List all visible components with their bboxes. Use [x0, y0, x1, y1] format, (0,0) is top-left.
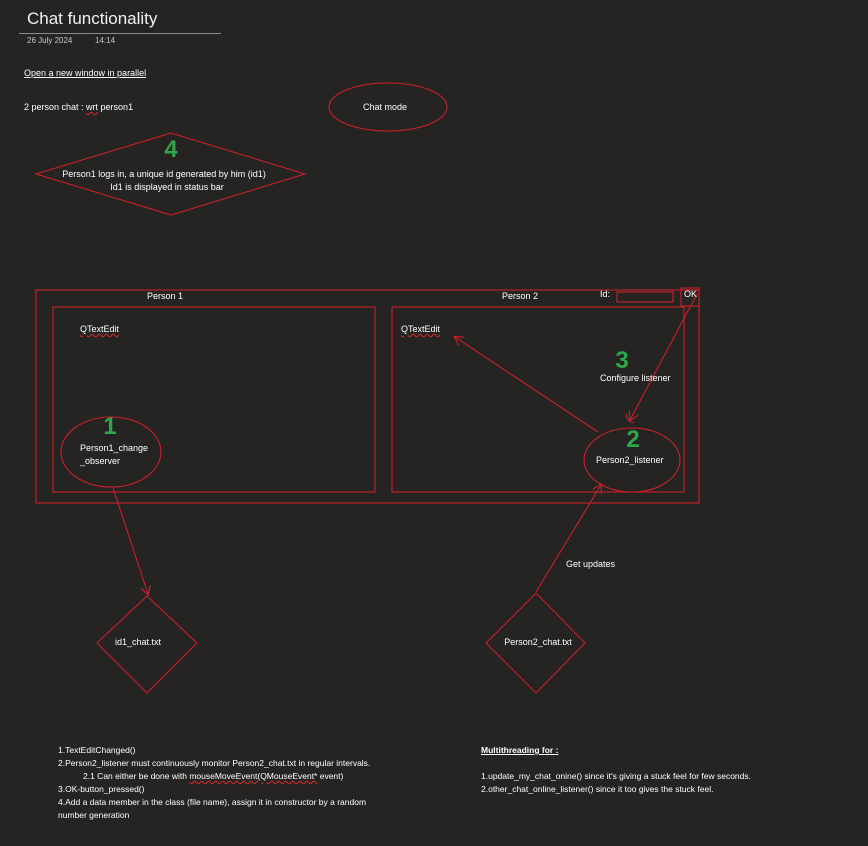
chat-mode-label: Chat mode: [362, 102, 408, 112]
chat-mode-ellipse: [328, 82, 448, 132]
notes-right-spacer: [481, 757, 751, 770]
arrow-ok-to-listener-curl: [625, 413, 635, 423]
arrow-listener-to-qtextedit: [455, 337, 599, 433]
step1-line-1: Person1_change: [80, 443, 149, 453]
ok-label: OK: [684, 289, 698, 299]
person1-panel: [52, 306, 376, 493]
left-file-label: id1_chat.txt: [114, 637, 162, 647]
step4-number: 4: [164, 136, 178, 163]
id-label: Id:: [600, 289, 611, 299]
intro-line-2: 2 person chat : wrt person1: [24, 102, 133, 112]
multithreading-item-2: 2.other_chat_online_listener() since it …: [481, 784, 714, 794]
person1-label: Person 1: [147, 291, 184, 301]
note-item-3: 3.OK-button_pressed(): [58, 784, 145, 794]
intro-line-1: Open a new window in parallel: [24, 68, 147, 78]
get-updates-label: Get updates: [566, 559, 616, 569]
intro-line-2-prefix: 2 person chat :: [24, 102, 87, 112]
arrow-ok-to-listener: [630, 293, 698, 420]
step3-label: Configure listener: [600, 373, 671, 383]
note-item-2-1-prefix: 2.1 Can either be done with: [83, 771, 190, 781]
note-item-2-1-suffix: event): [317, 771, 344, 781]
arrow-observer-to-file: [112, 487, 148, 594]
multithreading-heading: Multithreading for :: [481, 745, 559, 755]
window-outer: [35, 289, 700, 504]
step2-number: 2: [626, 426, 640, 453]
note-item-2-1-code: mouseMoveEvent(QMouseEvent*: [189, 771, 318, 781]
person2-listener-ellipse: [583, 427, 681, 493]
page-title: Chat functionality: [27, 9, 158, 28]
right-file-diamond: [485, 592, 586, 694]
page-date: 26 July 2024: [27, 36, 73, 45]
intro-line-2-suffix: person1: [98, 102, 134, 112]
step4-diamond: [34, 132, 307, 216]
qtextedit-right-label: QTextEdit: [401, 324, 441, 334]
note-item-1: 1.TextEditChanged(): [58, 745, 136, 755]
step1-line-2: _observer: [80, 456, 121, 466]
qtextedit-left-label: QTextEdit: [80, 324, 120, 334]
multithreading-item-1: 1.update_my_chat_onine() since it's givi…: [481, 771, 751, 781]
arrow-file-to-listener: [535, 485, 601, 593]
step2-label: Person2_listener: [596, 455, 664, 465]
note-item-4-line-2: number generation: [58, 810, 130, 820]
notes-left: 1.TextEditChanged() 2.Person2_listener m…: [58, 744, 370, 822]
page-time: 14:14: [95, 36, 116, 45]
person1-observer-ellipse: [60, 416, 162, 488]
notes-right: Multithreading for : 1.update_my_chat_on…: [481, 744, 751, 796]
left-file-diamond: [96, 595, 198, 694]
step4-line-1: Person1 logs in, a unique id generated b…: [62, 169, 266, 179]
intro-line-2-wrt: wrt: [86, 102, 99, 112]
person2-panel: [391, 306, 685, 493]
note-item-4-line-1: 4.Add a data member in the class (file n…: [58, 797, 367, 807]
person2-label: Person 2: [502, 291, 539, 301]
right-file-label: Person2_chat.txt: [504, 637, 572, 647]
note-item-2: 2.Person2_listener must continuously mon…: [58, 758, 371, 768]
step1-number: 1: [103, 413, 117, 440]
id-field: [616, 291, 674, 303]
title-underline: [19, 33, 221, 34]
step4-line-2: Id1 is displayed in status bar: [110, 182, 224, 192]
note-item-2-1: 2.1 Can either be done with mouseMoveEve…: [58, 770, 370, 783]
step3-number: 3: [615, 347, 629, 374]
